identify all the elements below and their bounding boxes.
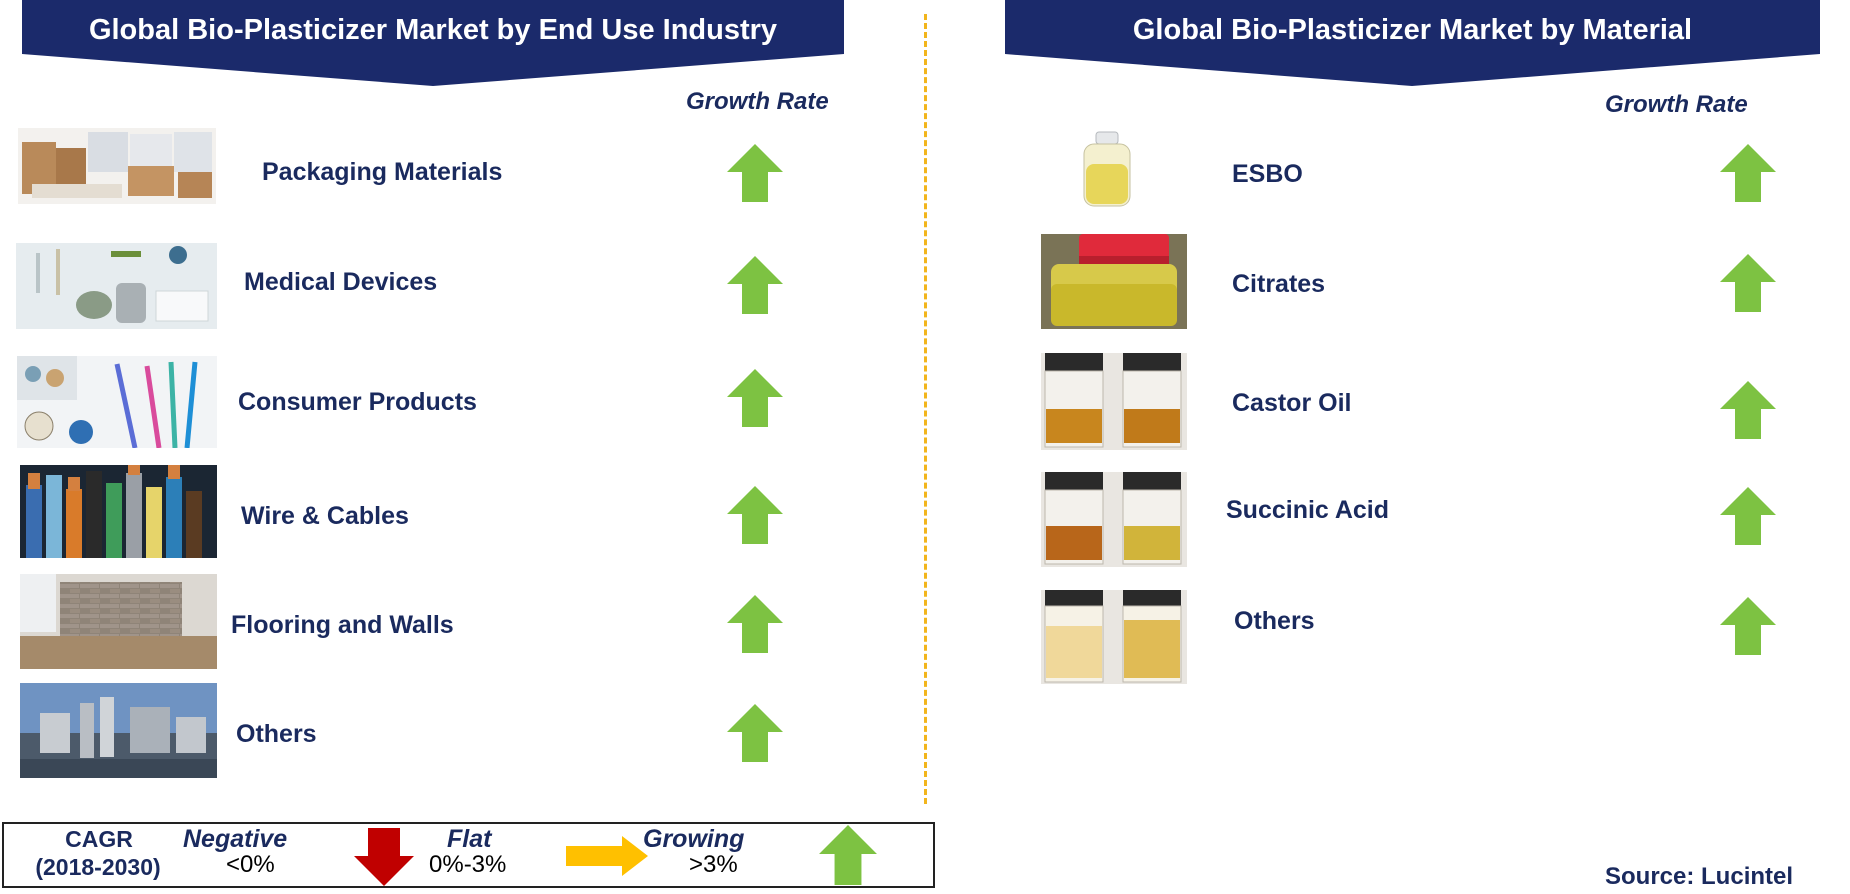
oil-jar-image (1078, 130, 1136, 210)
consumer-image (17, 356, 217, 448)
item-label-citrates: Citrates (1232, 270, 1326, 298)
down-arrow-icon (354, 828, 414, 886)
item-label-consumer: Consumer Products (238, 388, 477, 416)
legend-flat-label: Flat (447, 825, 492, 853)
source-label: Source: Lucintel (1605, 863, 1794, 890)
legend-negative-value: <0% (226, 851, 275, 878)
cables-image (20, 465, 217, 558)
growth-up-arrow (727, 369, 783, 427)
item-label-flooring: Flooring and Walls (231, 611, 454, 639)
up-arrow-icon (819, 825, 877, 885)
bottle-image (1041, 234, 1187, 329)
left-panel-title: Global Bio-Plasticizer Market by End Use… (88, 14, 778, 46)
vials-image (1041, 472, 1187, 567)
growth-up-arrow (727, 595, 783, 653)
item-label-packaging: Packaging Materials (262, 158, 503, 186)
right-panel-title: Global Bio-Plasticizer Market by Materia… (1132, 14, 1693, 46)
legend-cagr-label: CAGR (65, 826, 133, 852)
industrial-image (20, 683, 217, 778)
growth-up-arrow (1720, 487, 1776, 545)
left-title-banner: Global Bio-Plasticizer Market by End Use… (22, 0, 844, 86)
growth-up-arrow (1720, 381, 1776, 439)
banner-shape (22, 0, 844, 86)
legend-flat-value: 0%-3% (429, 851, 507, 878)
legend-growing-value: >3% (689, 851, 738, 878)
cagr-legend: CAGR (2018-2030) Negative <0% Flat 0%-3%… (2, 822, 935, 888)
vials-image (1041, 353, 1187, 450)
medical-image (16, 243, 217, 329)
right-growth-rate-header: Growth Rate (1605, 91, 1748, 118)
legend-growing-label: Growing (643, 825, 745, 853)
item-label-medical: Medical Devices (244, 268, 438, 296)
flooring-image (20, 574, 217, 669)
growth-up-arrow (1720, 597, 1776, 655)
growth-up-arrow (727, 144, 783, 202)
vials-image (1041, 590, 1187, 684)
growth-up-arrow (727, 704, 783, 762)
banner-shape (1005, 0, 1820, 86)
growth-up-arrow (1720, 254, 1776, 312)
item-label-others-right: Others (1234, 607, 1315, 635)
right-title-banner: Global Bio-Plasticizer Market by Materia… (1005, 0, 1820, 86)
item-label-cables: Wire & Cables (241, 502, 409, 530)
growth-up-arrow (727, 486, 783, 544)
packaging-image (18, 128, 216, 204)
item-label-others-left: Others (236, 720, 317, 748)
growth-up-arrow (727, 256, 783, 314)
panel-divider (924, 14, 927, 804)
item-label-succinic-acid: Succinic Acid (1226, 496, 1390, 524)
legend-negative-label: Negative (183, 825, 288, 853)
legend-period: (2018-2030) (35, 854, 161, 880)
item-label-esbo: ESBO (1232, 160, 1303, 188)
item-label-castor-oil: Castor Oil (1232, 389, 1352, 417)
right-arrow-icon (566, 836, 648, 876)
left-growth-rate-header: Growth Rate (686, 88, 829, 115)
growth-up-arrow (1720, 144, 1776, 202)
